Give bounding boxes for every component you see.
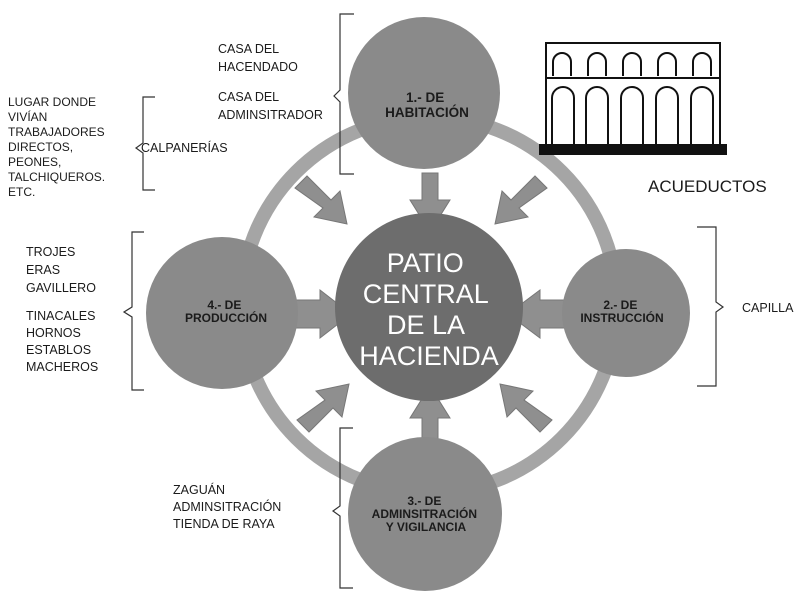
node-produccion xyxy=(146,237,298,389)
node-habitacion xyxy=(348,17,500,169)
bracket-produccion xyxy=(122,231,144,391)
center-label: PATIO CENTRAL DE LA HACIENDA xyxy=(359,248,499,371)
habitacion-label: 1.- DE HABITACIÓN xyxy=(385,90,469,120)
arrow-top-right-diag xyxy=(494,175,548,225)
produccion-label: 4.- DE PRODUCCIÓN xyxy=(185,298,267,325)
produccion-items-a: TROJES ERAS GAVILLERO xyxy=(26,245,96,295)
produccion-items-b: TINACALES HORNOS ESTABLOS MACHEROS xyxy=(26,309,99,374)
calpanerias-label: CALPANERÍAS xyxy=(141,140,228,155)
node-instruccion xyxy=(562,249,690,377)
bracket-instruccion xyxy=(697,226,725,387)
arrow-top-left-diag xyxy=(294,175,348,225)
administracion-label: 3.- DE ADMINSITRACIÓN Y VIGILANCIA xyxy=(372,494,481,534)
arrow-bottom-right-diag xyxy=(499,383,553,433)
aqueduct-icon xyxy=(539,42,727,155)
arrow-bottom-left-diag xyxy=(296,383,350,433)
instruccion-label: 2.- DE INSTRUCCIÓN xyxy=(580,298,663,325)
habitacion-admin-text: CASA DEL ADMINSITRADOR xyxy=(218,90,323,122)
administracion-items: ZAGUÁN ADMINSITRACIÓN TIENDA DE RAYA xyxy=(173,482,285,531)
bracket-administracion xyxy=(331,427,353,589)
instruccion-items: CAPILLA xyxy=(742,301,794,315)
node-administracion xyxy=(348,437,502,591)
arrow-right-left xyxy=(507,289,569,339)
center-node xyxy=(335,213,523,401)
bracket-habitacion xyxy=(333,13,354,175)
calpanerias-description: LUGAR DONDE VIVÍAN TRABAJADORES DIRECTOS… xyxy=(8,95,108,199)
aqueduct-label: ACUEDUCTOS xyxy=(648,177,767,196)
bracket-calpanerias xyxy=(134,96,155,191)
habitacion-casas-text: CASA DEL HACENDADO xyxy=(218,42,298,74)
brackets xyxy=(122,13,725,589)
arrow-bottom-up xyxy=(409,385,451,441)
